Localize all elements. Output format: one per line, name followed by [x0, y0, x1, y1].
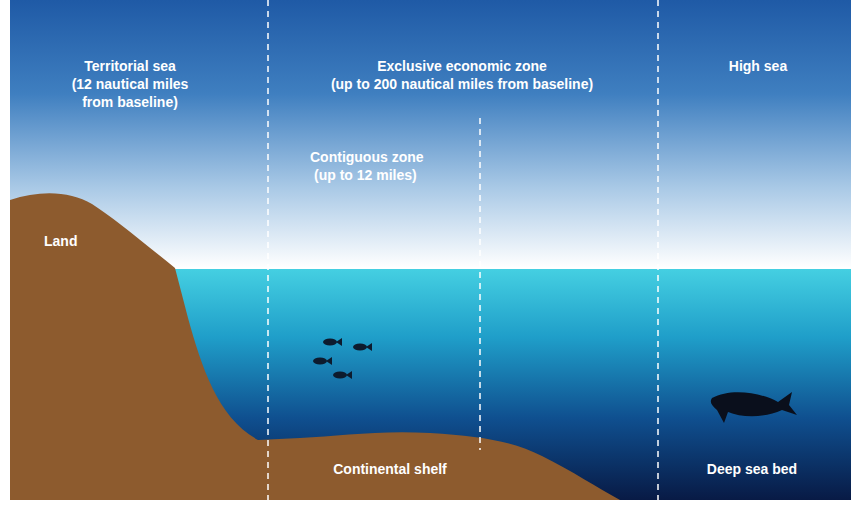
zone-extent: (up to 12 miles): [314, 166, 474, 184]
whale: [711, 392, 797, 423]
seabed-label: Deep sea bed: [672, 460, 832, 478]
baseline-12nm-boundary: [267, 0, 269, 500]
zone-extent: (12 nautical miles from baseline): [60, 75, 200, 111]
sea-surface: [170, 267, 851, 269]
fish: [353, 343, 372, 351]
zone-title: High sea: [683, 57, 833, 75]
seabed-label: Continental shelf: [290, 460, 490, 478]
fish: [333, 371, 352, 379]
fish: [323, 338, 342, 346]
zone-extent: (up to 200 nautical miles from baseline): [272, 75, 652, 93]
zone-boundaries: [268, 0, 658, 500]
fish-school: [313, 338, 372, 379]
zone-title: Contiguous zone: [310, 148, 470, 166]
zone-title: Exclusive economic zone: [292, 57, 632, 75]
land-label: Land: [44, 232, 144, 250]
land-mass: [10, 193, 620, 500]
eez-boundary: [657, 0, 659, 500]
zone-title: Territorial sea: [30, 57, 230, 75]
contiguous-zone-boundary: [479, 118, 481, 450]
fish: [313, 357, 332, 365]
sky: [10, 0, 851, 268]
